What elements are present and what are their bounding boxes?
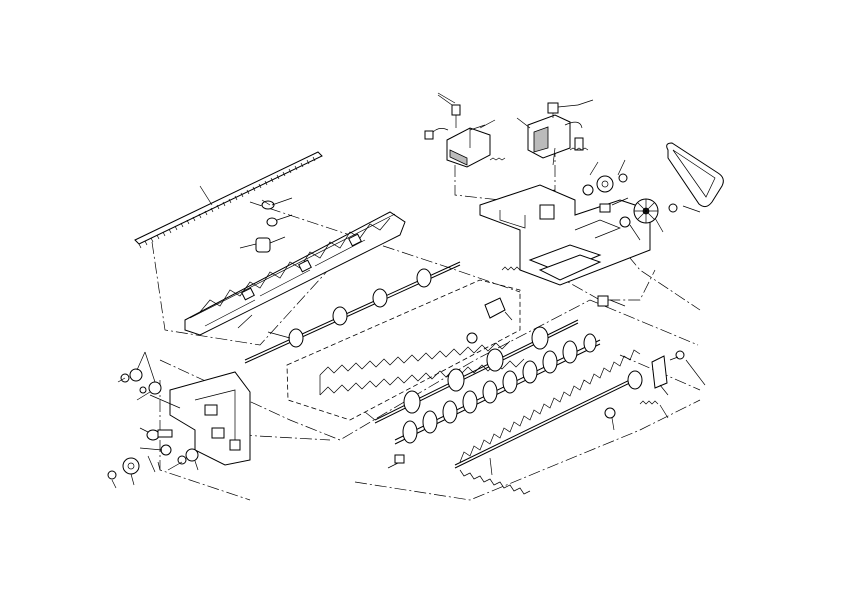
middle-roller-shaft	[364, 319, 579, 424]
timing-belt	[666, 142, 724, 208]
entrance-roller-shaft	[244, 261, 461, 364]
left-bushings	[107, 368, 199, 480]
spring	[501, 266, 659, 405]
roller-gear-series	[402, 333, 597, 444]
side-frame-right	[479, 184, 651, 307]
lower-guide-plate	[319, 297, 525, 396]
lower-guide-teeth	[454, 349, 643, 495]
drive-gear	[582, 173, 678, 228]
callout-leader-lines	[111, 92, 706, 489]
sensor-solenoid-left	[424, 94, 506, 168]
exit-roller-shaft	[394, 333, 601, 445]
bracket-right-lower	[394, 350, 685, 464]
sensor-solenoid-right	[516, 102, 589, 159]
static-eliminator-brush	[134, 151, 323, 249]
bushing	[239, 197, 293, 253]
side-frame-left	[149, 371, 251, 466]
upper-guide-plate	[184, 211, 406, 336]
